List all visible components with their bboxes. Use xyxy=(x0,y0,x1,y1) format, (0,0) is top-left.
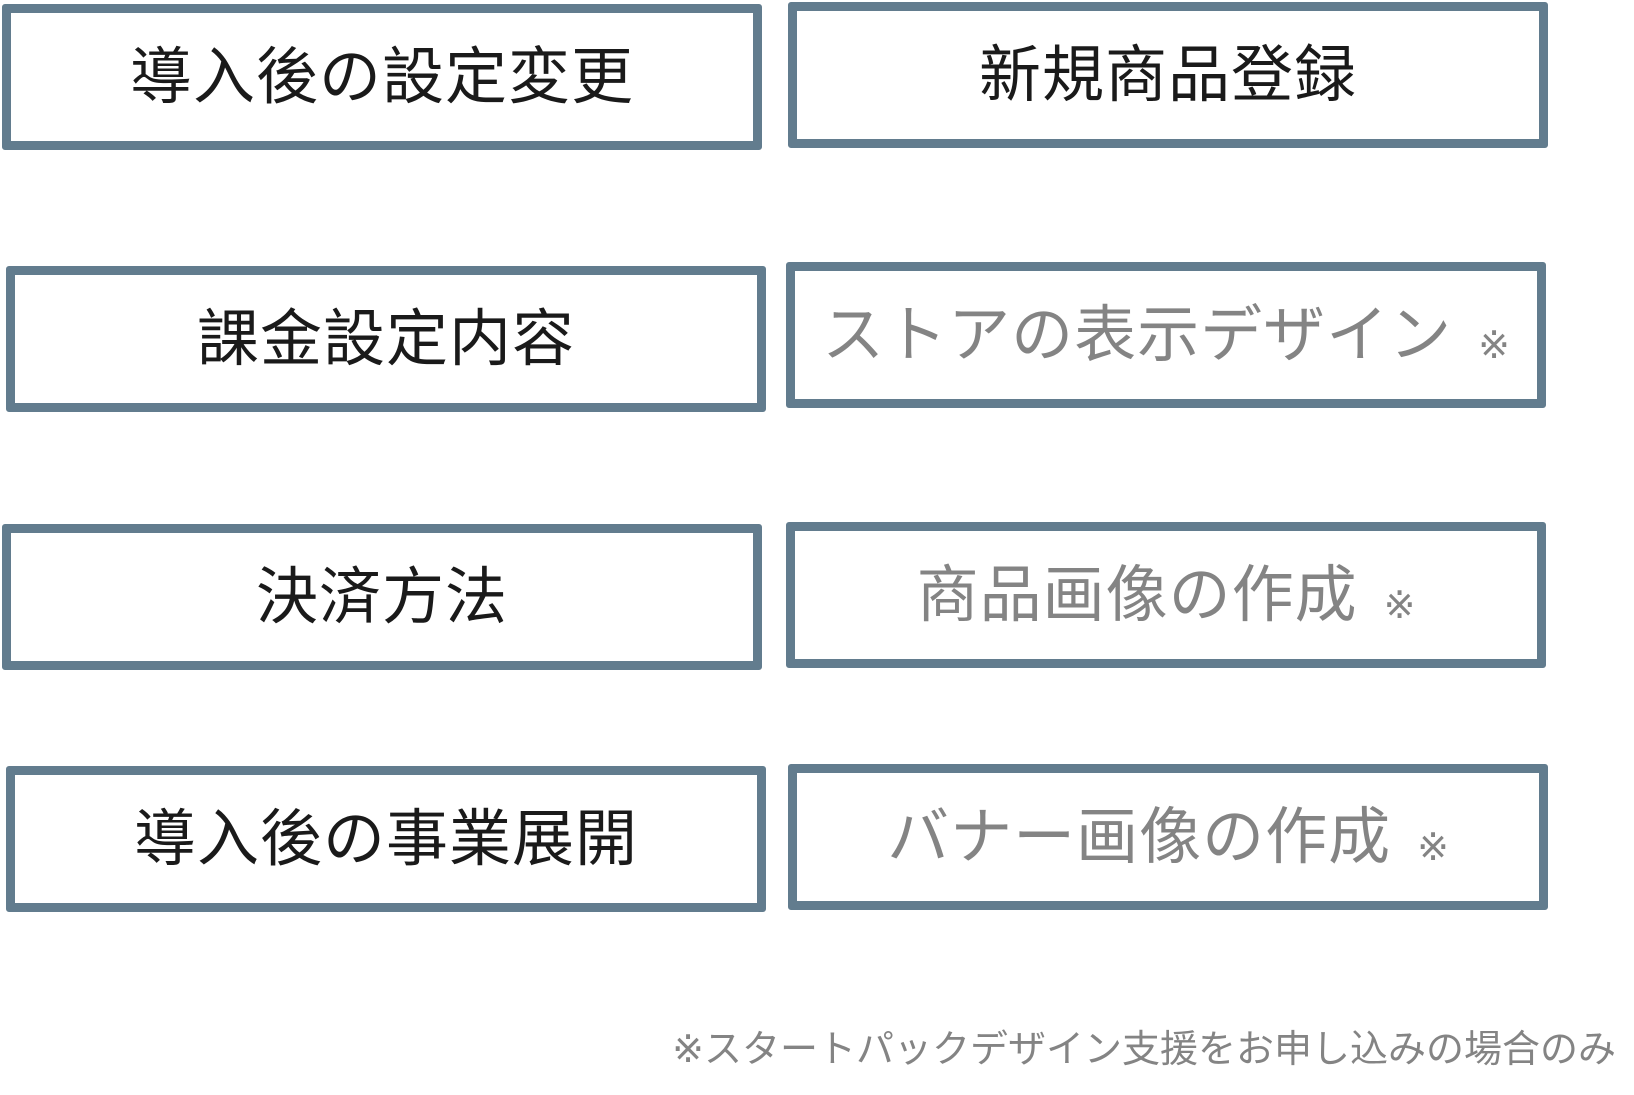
box-label: 新規商品登録 xyxy=(978,38,1357,111)
box-label: 決済方法 xyxy=(255,560,508,633)
box-product-image-creation: 商品画像の作成 ※ xyxy=(786,522,1546,668)
box-label: 課金設定内容 xyxy=(196,302,575,375)
reference-mark: ※ xyxy=(1417,825,1449,869)
box-billing-settings: 課金設定内容 xyxy=(6,266,766,412)
box-new-product-registration: 新規商品登録 xyxy=(788,2,1548,148)
box-label: ストアの表示デザイン xyxy=(822,298,1453,371)
box-payment-method: 決済方法 xyxy=(2,524,762,670)
reference-mark: ※ xyxy=(1383,583,1416,627)
box-label: 導入後の事業展開 xyxy=(133,802,638,875)
box-label: 導入後の設定変更 xyxy=(129,40,634,113)
reference-mark: ※ xyxy=(1478,323,1510,367)
box-label: バナー画像の作成 xyxy=(887,800,1392,873)
box-store-display-design: ストアの表示デザイン ※ xyxy=(786,262,1546,408)
box-business-expansion: 導入後の事業展開 xyxy=(6,766,766,912)
box-settings-change: 導入後の設定変更 xyxy=(2,4,762,150)
box-banner-image-creation: バナー画像の作成 ※ xyxy=(788,764,1548,910)
footnote: ※スタートパックデザイン支援をお申し込みの場合のみ xyxy=(672,1027,1616,1071)
box-label: 商品画像の作成 xyxy=(916,558,1358,631)
